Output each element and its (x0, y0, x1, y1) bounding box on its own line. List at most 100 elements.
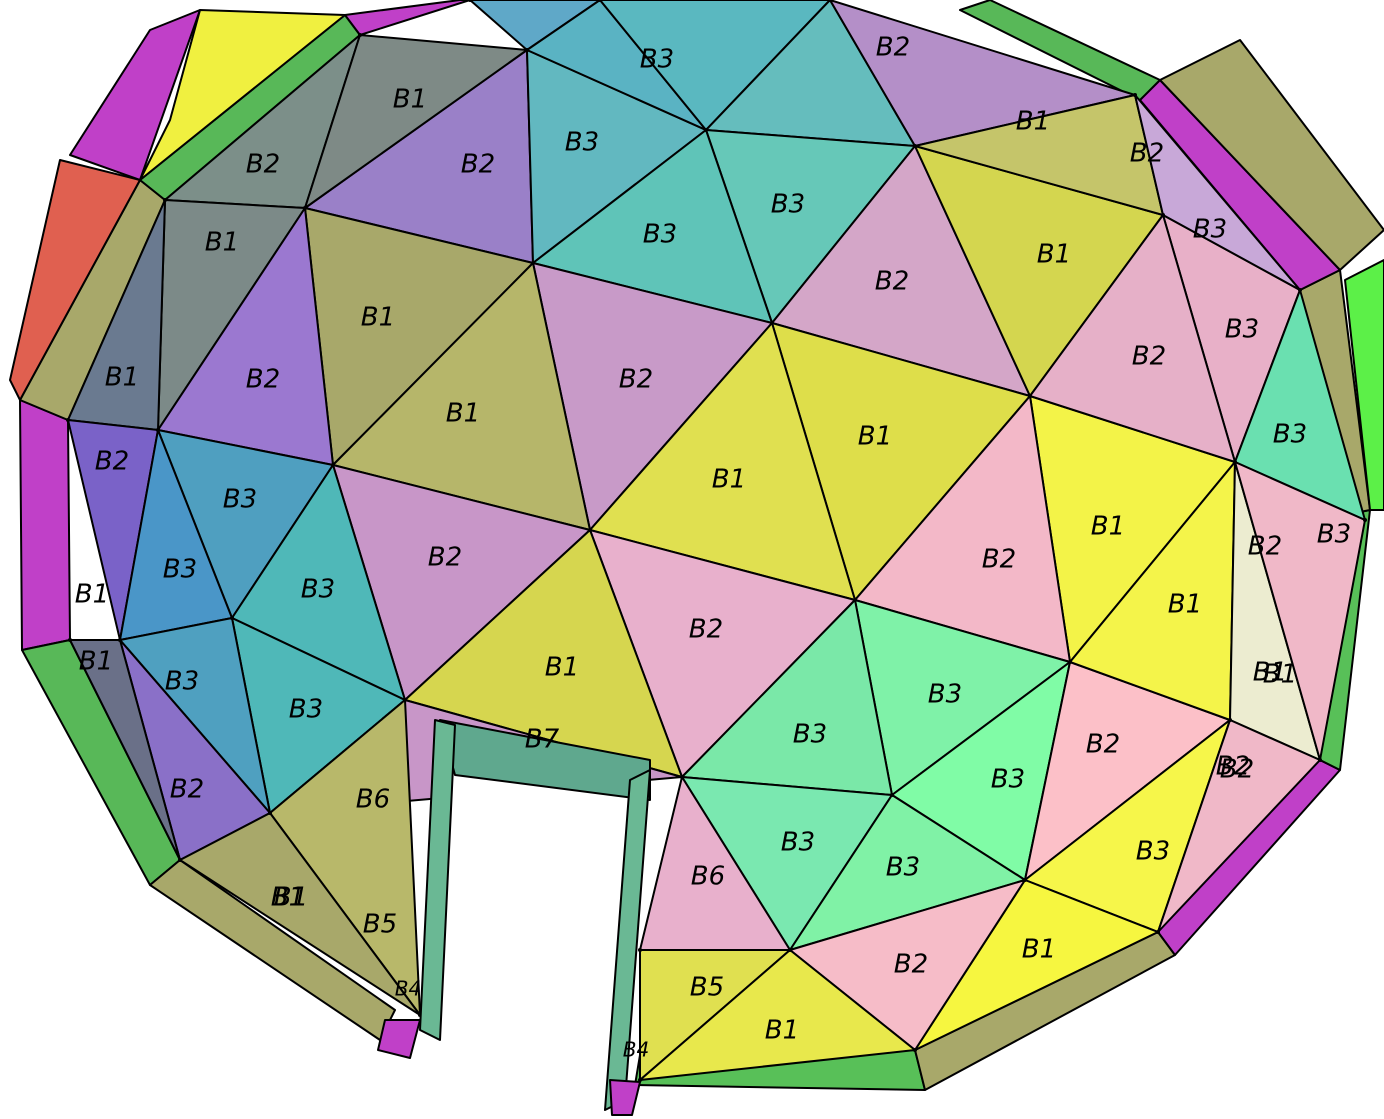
panel-label-b2: B2 (982, 545, 1016, 575)
dome-panel (69, 639, 181, 861)
hub-node (1318, 758, 1322, 762)
hub-node (303, 206, 307, 210)
hub-node (1233, 460, 1237, 464)
panel-label-b1: B1 (205, 228, 239, 258)
dome-panel (1134, 94, 1301, 291)
panel-label-b2: B2 (875, 267, 909, 297)
panel-label-b2: B2 (246, 365, 280, 395)
dome-panels (66, 0, 1367, 1082)
panel-label-b1: B1 (393, 85, 427, 115)
door-frame (377, 719, 651, 1116)
hub-node (853, 598, 857, 602)
hub-node (1298, 288, 1302, 292)
panel-label-b4: B4 (395, 977, 421, 1001)
panel-label-b1: B1 (1168, 590, 1202, 620)
dome-panel (304, 34, 528, 209)
hub-node (913, 1048, 917, 1052)
hub-node (268, 811, 272, 815)
panel-label-b1: B1 (1022, 935, 1056, 965)
panel-label-b1: B1 (765, 1016, 799, 1046)
dome-panel (1234, 461, 1366, 761)
hub-node (1363, 518, 1367, 522)
hub-node (68, 638, 72, 642)
panel-label-b2: B2 (1216, 752, 1250, 782)
panel-label-b3: B3 (928, 680, 962, 710)
panel-label-b2: B2 (1130, 139, 1164, 169)
hub-node (890, 793, 894, 797)
panel-label-b2: B2 (95, 447, 129, 477)
hub-node (770, 321, 774, 325)
panel-label-b3: B3 (781, 828, 815, 858)
panel-label-b1: B1 (1016, 107, 1050, 137)
panel-label-b3: B3 (565, 128, 599, 158)
hub-node (1156, 930, 1160, 934)
panel-label-b2: B2 (876, 33, 910, 63)
hub-node (525, 48, 529, 52)
hub-node (598, 0, 602, 2)
panel-label-b2: B2 (619, 365, 653, 395)
panel-label-b7: B7 (525, 725, 560, 755)
panel-label-b5: B5 (690, 973, 724, 1003)
panel-label-b3: B3 (1225, 315, 1259, 345)
hub-node (358, 33, 362, 37)
panel-label-b5: B5 (363, 910, 397, 940)
panel-label-b1: B1 (1091, 512, 1125, 542)
panel-label-b3: B3 (643, 220, 677, 250)
panel-label-b2: B2 (1248, 532, 1282, 562)
panel-label-b3: B3 (223, 485, 257, 515)
rim-beam (19, 399, 71, 651)
panel-label-b3: B3 (793, 720, 827, 750)
hub-node (331, 463, 335, 467)
door-jamb-left (419, 719, 456, 1041)
panel-label-b4: B4 (623, 1038, 649, 1062)
rim-beam (9, 159, 141, 401)
dome-panel (639, 949, 916, 1081)
panel-label-b1: B1 (1037, 240, 1071, 270)
panel-label-b2: B2 (461, 150, 495, 180)
panel-label-b3: B3 (771, 190, 805, 220)
rim-beam (149, 859, 396, 1041)
hub-node (828, 0, 832, 2)
door-sill-right (609, 1079, 641, 1116)
panel-label-b2: B2 (1086, 730, 1120, 760)
hub-node (1133, 93, 1137, 97)
hub-node (680, 775, 684, 779)
rim-beam (139, 9, 346, 181)
hub-node (163, 198, 167, 202)
hub-node (588, 528, 592, 532)
panel-label-b2: B2 (689, 615, 723, 645)
hub-node (1228, 718, 1232, 722)
panel-label-b1: B1 (271, 883, 305, 913)
panel-label-b3: B3 (1317, 520, 1351, 550)
panel-label-b2: B2 (894, 950, 928, 980)
hub-node (1068, 660, 1072, 664)
hub-node (178, 858, 182, 862)
panel-label-b1: B1 (105, 363, 139, 393)
panel-label-b2: B2 (246, 150, 280, 180)
rim-beam (1344, 259, 1384, 511)
rim-beam (344, 0, 471, 36)
hub-node (118, 638, 122, 642)
panel-label-b3: B3 (163, 555, 197, 585)
hub-node (704, 128, 708, 132)
panel-label-b2: B2 (1220, 755, 1254, 785)
panel-label-b3: B3 (1193, 215, 1227, 245)
panel-label-b2: B2 (170, 775, 204, 805)
door-sill-left (377, 1019, 421, 1059)
dome-panel (179, 812, 421, 1016)
panel-label-b2: B2 (1132, 342, 1166, 372)
panel-label-b1: B1 (361, 303, 395, 333)
hub-node (1028, 394, 1032, 398)
panel-label-b3: B3 (991, 765, 1025, 795)
panel-label-b1: B1 (545, 653, 579, 683)
door-opening (420, 740, 640, 1110)
panel-label-b3: B3 (165, 667, 199, 697)
rim-beam (1159, 39, 1384, 271)
hub-node (913, 144, 917, 148)
panel-label-b1: B1 (1263, 660, 1297, 690)
panel-label-b3: B3 (640, 45, 674, 75)
hub-node (230, 616, 234, 620)
panel-label-b3: B3 (301, 575, 335, 605)
